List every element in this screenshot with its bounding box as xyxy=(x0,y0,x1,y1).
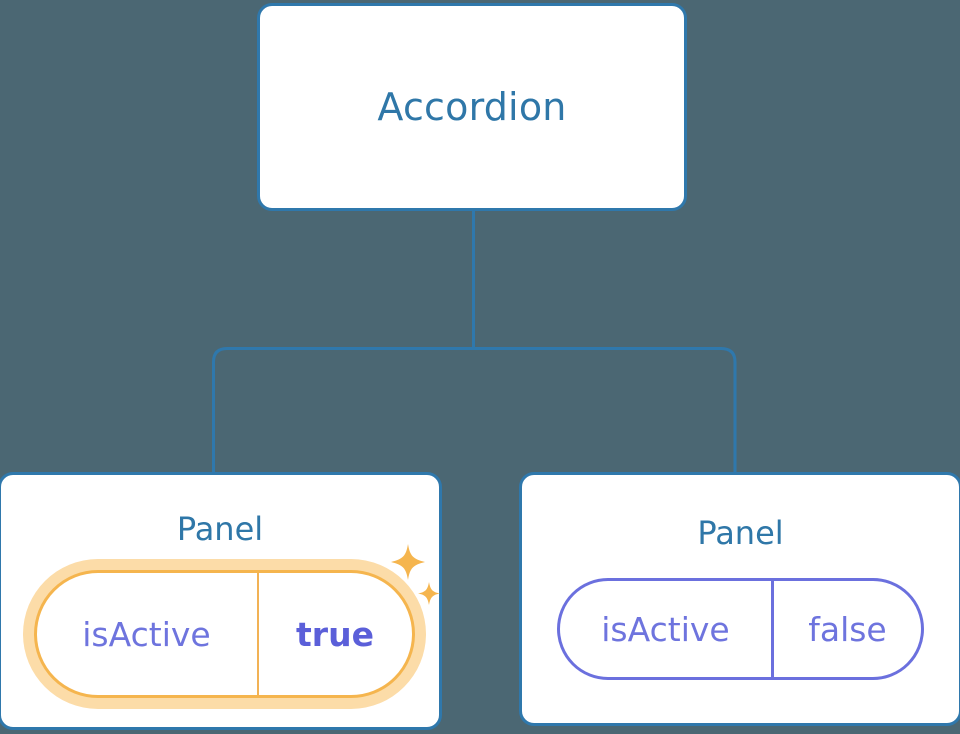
prop-pill-wrapper: isActive false xyxy=(557,578,924,680)
edge-to-panel-left xyxy=(212,347,474,474)
prop-key-label: isActive xyxy=(37,573,259,695)
node-panel-label: Panel xyxy=(176,510,264,548)
prop-pill-isactive-false[interactable]: isActive false xyxy=(557,578,924,680)
edge-to-panel-right xyxy=(473,347,737,474)
node-panel-label: Panel xyxy=(697,514,784,552)
prop-value-label: true xyxy=(296,614,374,654)
prop-pill-isactive-true[interactable]: isActive true xyxy=(33,570,415,698)
node-panel-active[interactable]: Panel isActive true xyxy=(0,472,442,730)
prop-value-label: false xyxy=(808,609,887,649)
prop-pill-wrapper: isActive true xyxy=(33,570,415,698)
node-panel-inactive[interactable]: Panel isActive false xyxy=(519,472,960,726)
node-accordion[interactable]: Accordion xyxy=(257,3,687,211)
prop-key-label: isActive xyxy=(560,581,774,677)
node-accordion-label: Accordion xyxy=(377,85,567,129)
